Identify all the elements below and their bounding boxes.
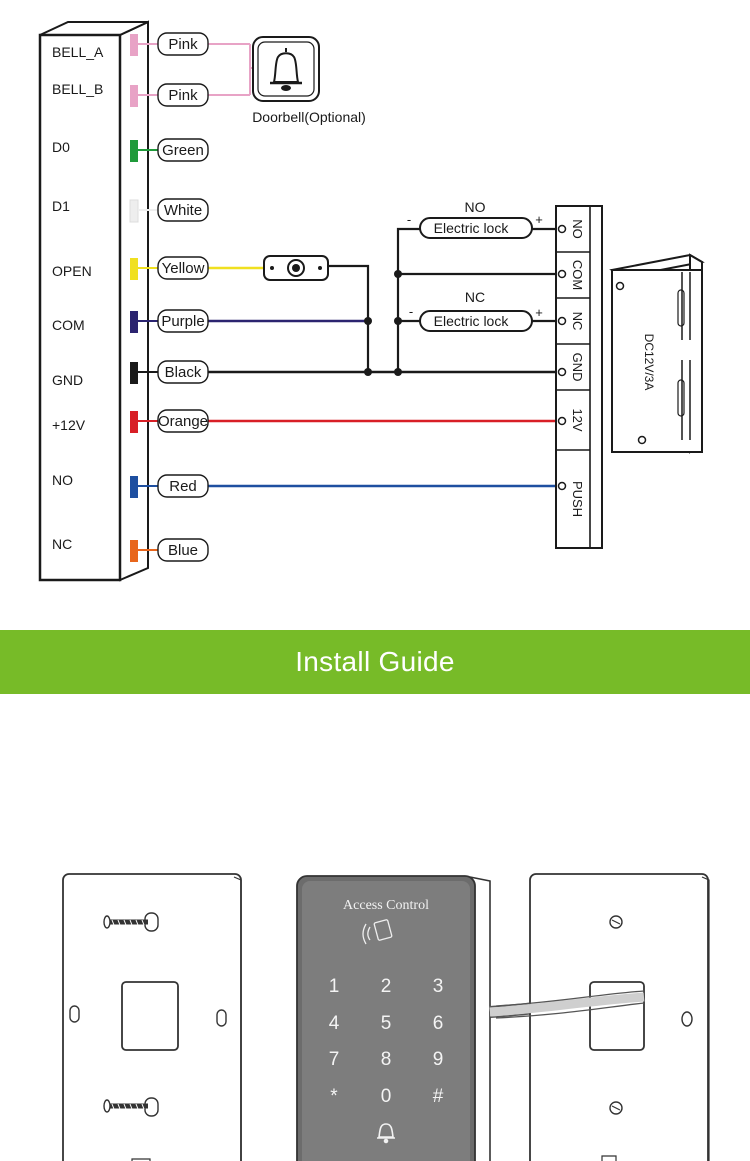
connection-wires — [328, 227, 562, 372]
wire-label-pill — [157, 83, 209, 107]
wire-color-label: Pink — [168, 36, 198, 53]
device-title: Access Control — [343, 898, 429, 913]
wire-label-pill — [157, 138, 209, 162]
terminal-label: GND — [52, 372, 83, 388]
keypad-key: 7 — [329, 1049, 340, 1070]
screw-icon — [103, 912, 159, 932]
keypad-key: 9 — [433, 1049, 444, 1070]
terminal-screw — [557, 316, 567, 326]
keypad-device: Access Control 1 2 3 4 5 6 7 8 9 * 0 # — [296, 875, 491, 1161]
keypad-key: 3 — [433, 976, 444, 997]
lock-label: Electric lock — [434, 220, 510, 236]
lock-minus-sign: - — [409, 304, 413, 319]
power-supply-label: DC12V/3A — [642, 334, 656, 391]
lock-plus-sign: + — [535, 212, 543, 227]
mounting-plate — [62, 873, 242, 1161]
terminal-label: COM — [52, 317, 85, 333]
keypad-key: # — [433, 1086, 444, 1107]
terminal-label: BELL_A — [52, 44, 104, 60]
wire-color-tab — [130, 476, 138, 498]
wire-label-pill — [157, 538, 209, 562]
wire-color-tab — [130, 411, 138, 433]
keypad-key: 8 — [381, 1049, 392, 1070]
wire-color-label: Blue — [168, 542, 198, 559]
terminal-block-label: GND — [570, 353, 585, 382]
screw-icon — [103, 1097, 159, 1117]
wire-color-tab — [130, 258, 138, 280]
terminal-label: D0 — [52, 139, 70, 155]
junction-dots — [364, 270, 402, 376]
wire-label-pill — [157, 409, 209, 433]
card-reader-icon — [362, 919, 393, 945]
wire-label-pill — [157, 256, 209, 280]
terminal-screw — [557, 269, 567, 279]
terminal-screw — [557, 367, 567, 377]
terminal-label: NC — [52, 536, 72, 552]
keypad-key: 0 — [381, 1086, 392, 1107]
terminal-screw — [557, 481, 567, 491]
wire-color-label: Black — [165, 364, 202, 381]
electric-lock-nc: NC Electric lock - + — [409, 289, 543, 332]
power-supply: DC12V/3A — [609, 253, 705, 454]
bell-icon — [270, 48, 302, 91]
wire-color-tab — [130, 34, 138, 56]
keypad-key: 6 — [433, 1013, 444, 1034]
terminal-screw — [557, 416, 567, 426]
wire-label-pill — [157, 32, 209, 56]
terminal-block-label: NC — [570, 312, 585, 331]
doorbell: Doorbell(Optional) — [252, 36, 366, 125]
wire-color-tab — [130, 540, 138, 562]
terminal-block-label: PUSH — [570, 481, 585, 517]
wire-color-label: Green — [162, 142, 204, 159]
install-guide-banner: Install Guide — [0, 630, 750, 694]
keypad-key: * — [330, 1086, 338, 1107]
terminal-block-label: COM — [570, 260, 585, 290]
controller-box — [38, 20, 149, 582]
wire-color-label: Purple — [161, 313, 204, 330]
doorbell-label: Doorbell(Optional) — [252, 109, 366, 125]
terminal-label: BELL_B — [52, 81, 103, 97]
keypad-key: 1 — [329, 976, 340, 997]
keypad-key: 5 — [381, 1013, 392, 1034]
wire-color-label: Yellow — [162, 260, 205, 277]
terminal-label: NO — [52, 472, 73, 488]
lock-label: Electric lock — [434, 313, 510, 329]
banner-title: Install Guide — [295, 646, 455, 677]
wire-label-pill — [157, 474, 209, 498]
wire-color-tab — [130, 85, 138, 107]
wire-color-label: Pink — [168, 87, 198, 104]
install-illustration: Access Control 1 2 3 4 5 6 7 8 9 * 0 # — [62, 873, 710, 1161]
keypad-key: 4 — [329, 1013, 340, 1034]
keypad-key: 2 — [381, 976, 392, 997]
wire-color-label: Orange — [158, 413, 208, 430]
wire-color-tab — [129, 199, 139, 223]
terminal-block-label: 12V — [570, 408, 585, 431]
lock-minus-sign: - — [407, 212, 411, 227]
wire-color-tab — [130, 140, 138, 162]
lock-mode-label: NC — [465, 289, 485, 305]
wire-color-tab — [130, 362, 138, 384]
terminal-block: NO COM NC GND 12V PUSH — [555, 205, 603, 549]
terminal-screw — [557, 224, 567, 234]
mounting-plate-installed — [489, 873, 710, 1161]
exit-button — [263, 255, 329, 281]
wire-color-label: White — [164, 202, 202, 219]
terminal-label: +12V — [52, 417, 86, 433]
wire-label-pill — [157, 309, 209, 333]
wire-color-tab — [130, 311, 138, 333]
lock-plus-sign: + — [535, 305, 543, 320]
electric-lock-no: NO Electric lock - + — [407, 199, 543, 239]
bell-key-icon — [377, 1123, 395, 1144]
terminal-label: D1 — [52, 198, 70, 214]
terminal-block-label: NO — [570, 219, 585, 239]
lock-mode-label: NO — [465, 199, 486, 215]
wire-color-label: Red — [169, 478, 197, 495]
terminal-label: OPEN — [52, 263, 92, 279]
wire-label-pill — [157, 198, 209, 222]
wire-label-pill — [157, 360, 209, 384]
